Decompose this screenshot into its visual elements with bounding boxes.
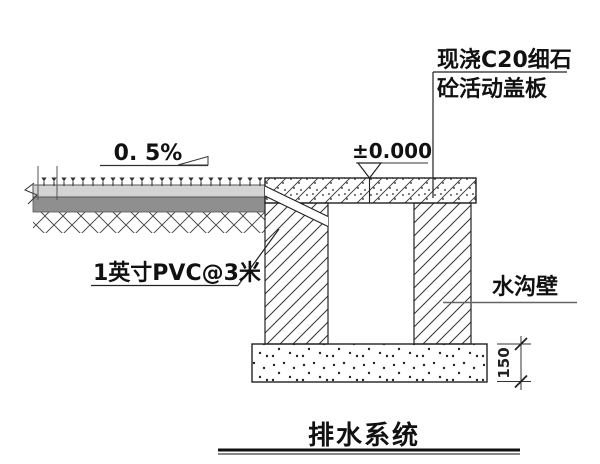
surface-course-layer bbox=[32, 184, 266, 198]
base-course-layer bbox=[32, 196, 266, 213]
drawing-title: 排水系统 bbox=[308, 420, 420, 451]
pvc-callout: 1英寸PVC@3米 bbox=[91, 228, 280, 287]
pavement-section bbox=[24, 166, 266, 233]
level-mark: ±0.000 bbox=[352, 139, 432, 203]
tick-top bbox=[514, 337, 528, 351]
tick-bottom bbox=[514, 374, 528, 389]
pvc-pipe bbox=[264, 185, 329, 228]
level-triangle-icon bbox=[356, 162, 383, 179]
left-channel-wall bbox=[264, 202, 329, 345]
footing bbox=[251, 343, 488, 383]
pvc-label: 1英寸PVC@3米 bbox=[93, 261, 262, 286]
title-block: 排水系统 bbox=[218, 420, 520, 455]
cover-plate-callout: 现浇C20细石 砼活动盖板 bbox=[432, 47, 572, 198]
slope-triangle-icon bbox=[177, 155, 209, 166]
level-label: ±0.000 bbox=[352, 139, 432, 163]
slope-indicator: 0. 5% bbox=[100, 141, 209, 167]
soil-hatch bbox=[33, 212, 265, 233]
ditch-wall-callout: 水沟壁 bbox=[443, 274, 577, 304]
pvc-leader bbox=[237, 228, 280, 286]
cover-plate bbox=[264, 177, 477, 204]
ditch-wall-label: 水沟壁 bbox=[492, 274, 558, 300]
slope-label: 0. 5% bbox=[114, 141, 183, 166]
cover-plate-label-line2: 砼活动盖板 bbox=[437, 76, 548, 102]
dim-text: 150 bbox=[495, 347, 513, 378]
right-channel-wall bbox=[413, 202, 472, 345]
cover-plate-label-line1: 现浇C20细石 bbox=[437, 47, 572, 73]
dimension-150: 150 bbox=[495, 336, 531, 390]
break-line bbox=[24, 182, 38, 205]
